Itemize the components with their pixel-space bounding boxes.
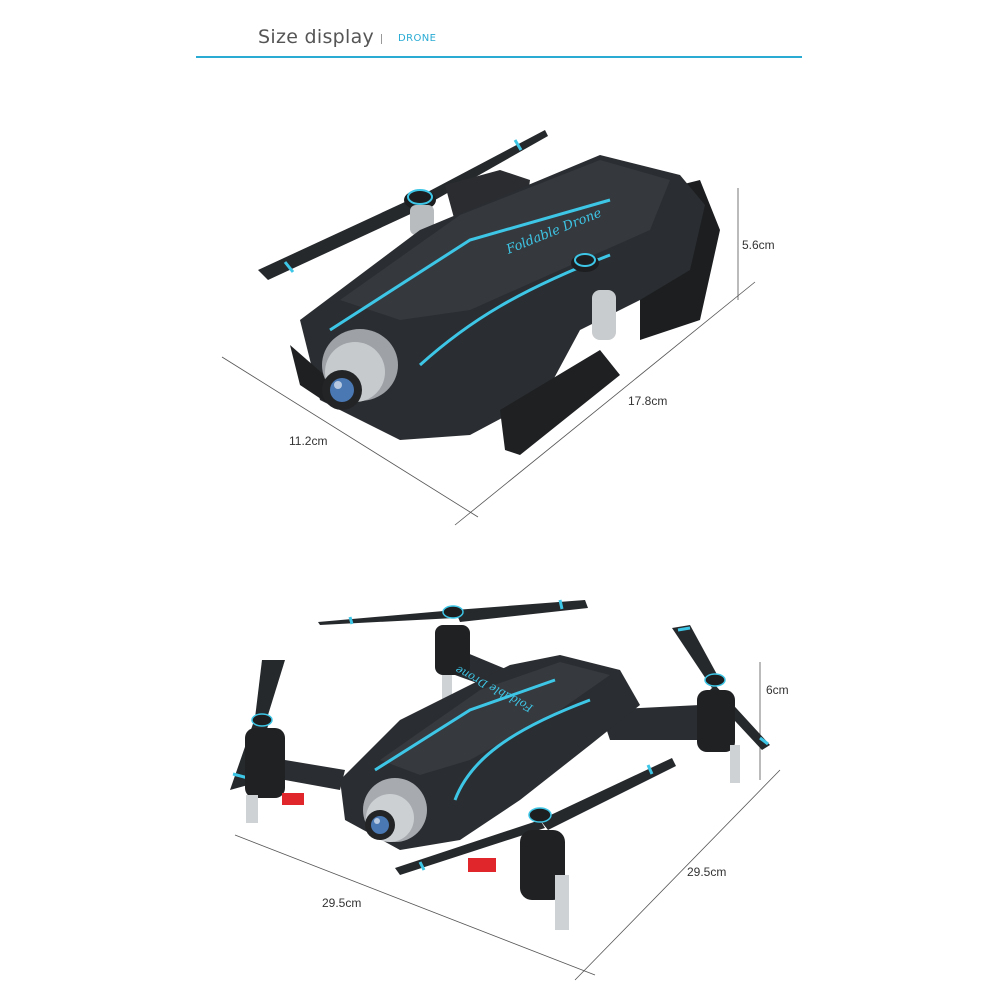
header-underline	[196, 56, 802, 58]
folded-height-label: 5.6cm	[742, 238, 775, 252]
folded-width-label: 11.2cm	[289, 434, 328, 448]
unfolded-left-propeller	[230, 660, 345, 823]
folded-right-motor	[571, 253, 616, 340]
unfolded-top-propeller	[318, 599, 588, 700]
section-header: Size display DRONE	[196, 0, 802, 60]
folded-left-propeller	[258, 130, 548, 280]
section-title: Size display	[258, 26, 375, 48]
folded-camera	[322, 329, 398, 410]
unfolded-dimension-lines	[234, 662, 781, 981]
unfolded-height-label: 6cm	[766, 683, 789, 697]
header-separator	[381, 34, 382, 44]
unfolded-width-label: 29.5cm	[322, 896, 362, 910]
folded-dimension-lines	[221, 188, 756, 526]
unfolded-length-label: 29.5cm	[687, 865, 727, 879]
section-subtitle: DRONE	[398, 33, 437, 44]
folded-drone-body: Foldable Drone	[290, 155, 705, 455]
unfolded-front-propeller	[395, 758, 676, 930]
unfolded-right-propeller	[672, 625, 770, 783]
unfolded-camera	[363, 778, 427, 842]
folded-length-label: 17.8cm	[628, 394, 668, 408]
